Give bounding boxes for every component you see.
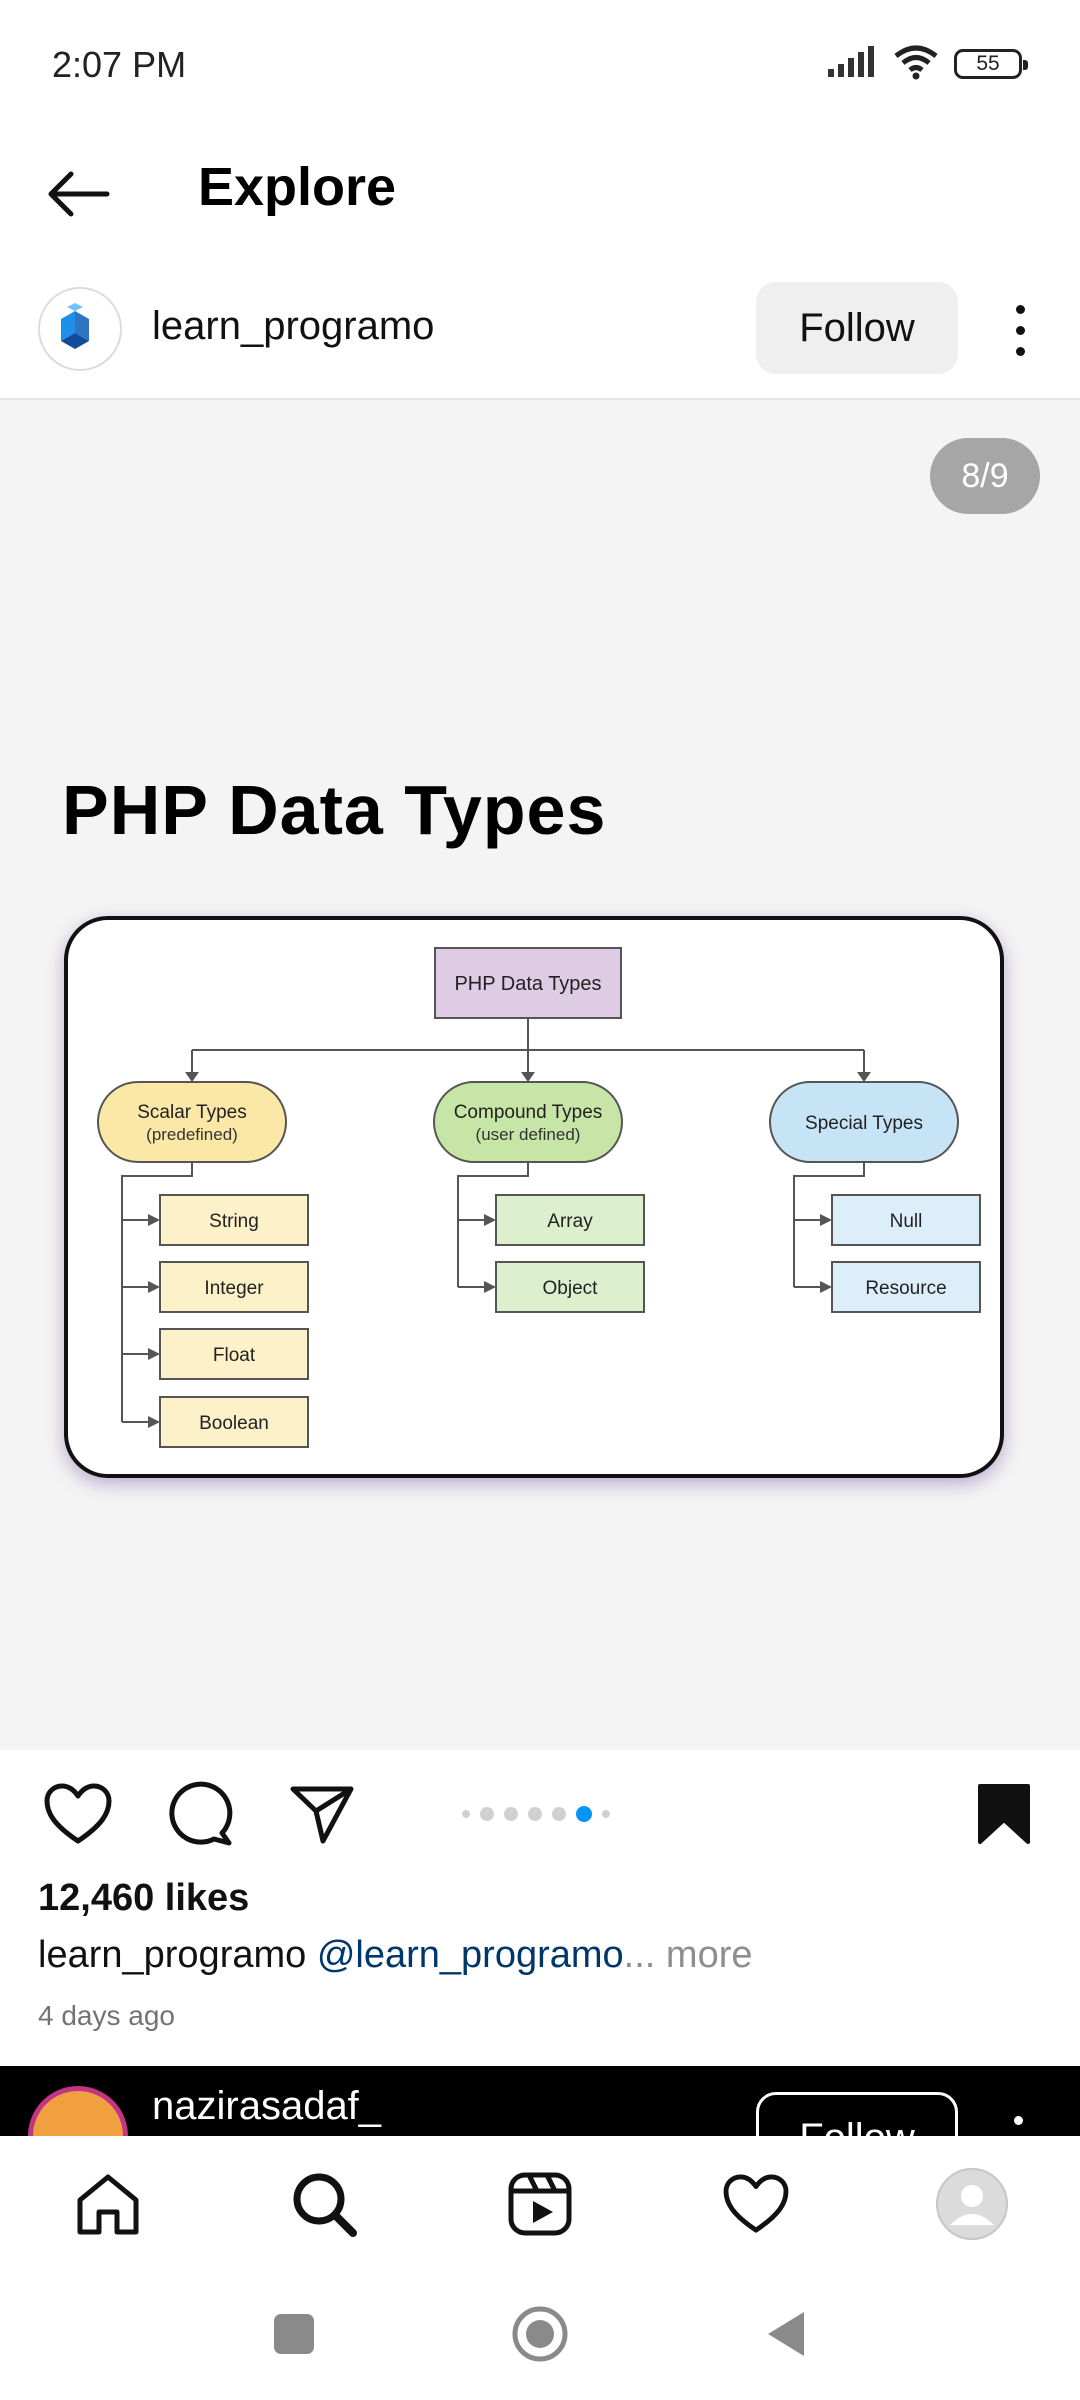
status-icons: 55 bbox=[826, 44, 1028, 85]
brand-logo-icon bbox=[61, 303, 89, 349]
diagram-card: PHP Data Types Scalar Types (predefined) S… bbox=[64, 916, 1004, 1478]
diagram-group-label: Scalar Types bbox=[137, 1102, 246, 1123]
diagram-group-node bbox=[433, 1081, 623, 1163]
diagram-leaf-label: Boolean bbox=[199, 1413, 269, 1434]
square-icon bbox=[274, 2314, 314, 2354]
triangle-back-icon bbox=[768, 2312, 804, 2356]
nav-profile[interactable] bbox=[934, 2166, 1010, 2242]
like-button[interactable] bbox=[38, 1774, 118, 1854]
wifi-icon bbox=[892, 44, 940, 85]
home-system-button[interactable] bbox=[510, 2304, 570, 2364]
share-button[interactable] bbox=[282, 1774, 362, 1854]
battery-level: 55 bbox=[976, 52, 1000, 75]
diagram-group-node bbox=[769, 1081, 959, 1163]
caption-username[interactable]: learn_programo bbox=[38, 1934, 307, 1976]
dot bbox=[1015, 325, 1025, 335]
diagram-root-label: PHP Data Types bbox=[454, 973, 601, 995]
battery-icon: 55 bbox=[954, 49, 1028, 79]
nav-home[interactable] bbox=[70, 2166, 146, 2242]
post-username[interactable]: learn_programo bbox=[152, 304, 435, 348]
search-icon bbox=[293, 2173, 357, 2237]
back-system-button[interactable] bbox=[756, 2304, 816, 2364]
slide-title: PHP Data Types bbox=[62, 771, 607, 849]
next-post-header: nazirasadaf_ Follow bbox=[0, 2066, 1080, 2136]
circle-icon bbox=[512, 2306, 568, 2362]
diagram-leaf-label: Null bbox=[890, 1211, 923, 1232]
more-options-button[interactable] bbox=[996, 292, 1044, 368]
profile-avatar bbox=[936, 2168, 1008, 2240]
signal-icon bbox=[826, 45, 878, 84]
post-timestamp: 4 days ago bbox=[38, 2000, 175, 2031]
next-post-avatar[interactable] bbox=[28, 2086, 128, 2136]
post-header: learn_programo Follow bbox=[0, 260, 1080, 400]
post-avatar[interactable] bbox=[38, 287, 122, 371]
diagram-leaf-label: Float bbox=[213, 1345, 256, 1366]
carousel-dot bbox=[552, 1807, 566, 1821]
system-navigation bbox=[0, 2266, 1080, 2400]
php-types-diagram: PHP Data Types Scalar Types (predefined) S… bbox=[97, 947, 981, 1448]
next-post-username[interactable]: nazirasadaf_ bbox=[152, 2084, 382, 2128]
page-title: Explore bbox=[198, 157, 397, 217]
carousel-dot bbox=[504, 1807, 518, 1821]
heart-icon bbox=[723, 2174, 789, 2233]
post-media[interactable]: 8/9 PHP Data Types bbox=[0, 400, 1080, 1750]
diagram-leaf-node bbox=[159, 1194, 309, 1246]
carousel-dot bbox=[576, 1806, 592, 1822]
diagram-leaf-label: String bbox=[209, 1211, 259, 1232]
caption-more-link[interactable]: more bbox=[655, 1934, 753, 1976]
likes-count[interactable]: 12,460 likes bbox=[38, 1877, 250, 1919]
reels-icon bbox=[508, 2172, 572, 2236]
carousel-dot bbox=[528, 1807, 542, 1821]
caption-ellipsis: ... bbox=[623, 1934, 656, 1976]
diagram-leaf-node bbox=[495, 1261, 645, 1313]
post-caption[interactable]: learn_programo @learn_programo... more bbox=[38, 1934, 753, 1977]
bookmark-icon bbox=[978, 1784, 1030, 1844]
diagram-group-sublabel: (user defined) bbox=[476, 1125, 581, 1144]
diagram-leaf-node bbox=[831, 1194, 981, 1246]
dot bbox=[1015, 304, 1025, 314]
diagram-root-node bbox=[434, 947, 622, 1019]
diagram-leaf-node bbox=[831, 1261, 981, 1313]
diagram-group-node bbox=[97, 1081, 287, 1163]
carousel-dot bbox=[602, 1810, 610, 1818]
diagram-leaf-node bbox=[159, 1261, 309, 1313]
save-button[interactable] bbox=[964, 1774, 1044, 1854]
carousel-counter: 8/9 bbox=[930, 438, 1040, 514]
carousel-dot bbox=[480, 1807, 494, 1821]
next-follow-button[interactable]: Follow bbox=[756, 2092, 958, 2136]
post-actions bbox=[0, 1750, 1080, 1870]
back-button[interactable] bbox=[40, 156, 116, 232]
home-icon bbox=[77, 2174, 139, 2235]
diagram-leaf-node bbox=[159, 1396, 309, 1448]
carousel-dot bbox=[462, 1810, 470, 1818]
recents-button[interactable] bbox=[264, 2304, 324, 2364]
dot bbox=[1015, 346, 1025, 356]
bottom-navigation bbox=[0, 2136, 1080, 2266]
diagram-leaf-label: Object bbox=[543, 1278, 599, 1299]
top-header: Explore bbox=[0, 130, 1080, 260]
nav-search[interactable] bbox=[286, 2166, 362, 2242]
nav-activity[interactable] bbox=[718, 2166, 794, 2242]
caption-mention[interactable]: @learn_programo bbox=[316, 1934, 624, 1976]
diagram-leaf-node bbox=[495, 1194, 645, 1246]
heart-icon bbox=[44, 1783, 112, 1844]
diagram-leaf-label: Integer bbox=[204, 1278, 264, 1299]
diagram-leaf-node bbox=[159, 1328, 309, 1380]
carousel-indicator bbox=[462, 1806, 610, 1822]
status-time: 2:07 PM bbox=[52, 44, 187, 85]
status-bar: 2:07 PM 55 bbox=[0, 0, 1080, 130]
send-icon bbox=[290, 1786, 354, 1844]
diagram-group-label: Compound Types bbox=[454, 1102, 603, 1123]
comment-icon bbox=[169, 1781, 233, 1846]
diagram-leaf-label: Array bbox=[547, 1211, 593, 1232]
diagram-leaf-label: Resource bbox=[865, 1278, 946, 1299]
diagram-group-sublabel: (predefined) bbox=[146, 1125, 238, 1144]
nav-reels[interactable] bbox=[502, 2166, 578, 2242]
diagram-group-label: Special Types bbox=[805, 1113, 923, 1134]
next-more-options-button[interactable] bbox=[1014, 2116, 1023, 2125]
comment-button[interactable] bbox=[160, 1774, 240, 1854]
follow-button[interactable]: Follow bbox=[756, 282, 958, 374]
arrow-left-icon bbox=[48, 171, 110, 217]
